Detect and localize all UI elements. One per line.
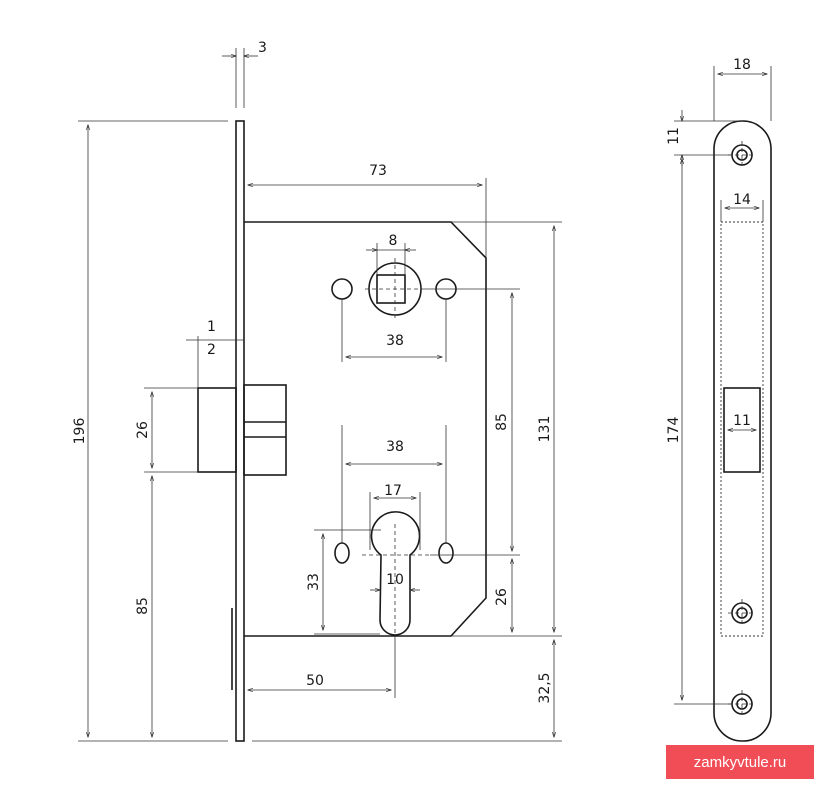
strike-plate-view: 18 11 14 174 11	[666, 57, 772, 742]
dim-cylinder-slot: 10	[386, 572, 404, 588]
screw-hole-bottom-right	[438, 542, 454, 564]
watermark-text: zamkyvtule.ru	[693, 753, 787, 771]
strike-screw-top	[728, 141, 756, 169]
screw-hole-top-left	[331, 278, 353, 300]
dim-bolt-to-bottom: 85	[135, 597, 151, 615]
strike-screw-bottom	[728, 690, 756, 718]
dim-strike-top-offset: 11	[666, 127, 682, 145]
latch-bolt	[197, 387, 237, 473]
dim-bolt-offset-top: 1	[207, 319, 216, 335]
strike-window	[723, 387, 761, 473]
dim-body-height: 131	[537, 416, 553, 443]
dim-center-distance: 85	[494, 413, 510, 431]
dim-backset-depth: 73	[369, 163, 387, 179]
dim-screw-spacing-bottom: 38	[386, 439, 404, 455]
watermark-badge: zamkyvtule.ru	[666, 745, 814, 779]
dim-body-bottom-to-plate: 32,5	[537, 672, 553, 703]
strike-plate	[713, 120, 772, 742]
dim-strike-hole-spacing: 174	[666, 417, 682, 444]
dim-strike-window: 11	[733, 413, 751, 429]
dim-strike-inner-width: 14	[733, 192, 751, 208]
dim-strike-width: 18	[733, 57, 751, 73]
dim-cylinder-width: 17	[384, 483, 402, 499]
spindle-square	[376, 274, 406, 304]
dim-backset: 50	[306, 673, 324, 689]
cylinder-cutout	[370, 511, 421, 636]
faceplate	[235, 120, 245, 742]
dim-height-total: 196	[72, 418, 88, 445]
dim-screw-spacing-top: 38	[386, 333, 404, 349]
strike-screw-middle	[728, 599, 756, 627]
lock-side-view: 3 196 26 85 1 2 73 8 38	[72, 40, 562, 742]
dim-cyl-to-body-bottom: 26	[494, 588, 510, 606]
dim-cylinder-height: 33	[306, 573, 322, 591]
dim-spindle-square: 8	[389, 233, 398, 249]
dim-faceplate-thickness: 3	[258, 40, 267, 56]
strike-recess	[720, 221, 764, 637]
dim-bolt-height: 26	[135, 421, 151, 439]
dim-bolt-offset-bottom: 2	[207, 342, 216, 358]
lock-body	[244, 221, 487, 637]
screw-hole-bottom-left	[334, 542, 350, 564]
latch-bolt-inner	[243, 384, 287, 476]
